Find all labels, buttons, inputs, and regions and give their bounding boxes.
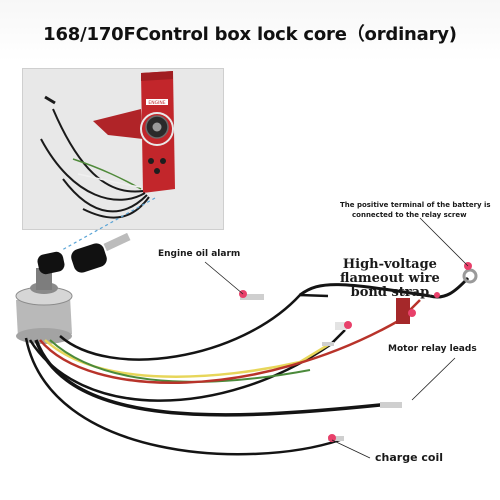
leader-battery (419, 217, 469, 267)
marker-hv-bond (344, 321, 352, 329)
label-hv-line1: High-voltage (342, 257, 437, 272)
relay-boot (396, 298, 410, 324)
panel-mount-bracket (93, 109, 143, 139)
key-slot (152, 122, 162, 132)
leader-charge-coil (331, 439, 371, 459)
label-hv-line2: flameout wire (340, 271, 440, 286)
leader-relay (411, 357, 456, 401)
hv-bond-terminal (335, 322, 347, 330)
label-hv-line3: bond strap (350, 285, 430, 300)
leader-oil-alarm (204, 261, 244, 295)
wire-relay-lead (34, 339, 395, 417)
page-title: 168/170FControl box lock core（ordinary) (43, 24, 457, 45)
label-motor-relay-leads: Motor relay leads (388, 344, 477, 354)
control-box-illustration: ENGINE (40, 71, 175, 219)
panel-badge-text: ENGINE (148, 100, 165, 106)
wire-yellow (44, 339, 329, 378)
panel-badge (146, 99, 168, 105)
control-box-photo: ENGINE (22, 68, 224, 230)
wire-green (49, 339, 311, 383)
ignition-keys (37, 232, 131, 275)
wire-hv (299, 283, 431, 298)
wire-red (39, 299, 421, 384)
relay-terminal (380, 402, 402, 408)
charge-coil-terminal (328, 436, 344, 441)
oil-alarm-terminal (240, 294, 264, 300)
ring-terminal (462, 268, 478, 284)
yellow-terminal (322, 342, 334, 346)
marker-charge-coil (328, 434, 336, 442)
ignition-switch (15, 268, 73, 344)
wire-charge-coil (24, 337, 341, 456)
label-engine-oil-alarm: Engine oil alarm (158, 249, 241, 259)
label-battery-line1: The positive terminal of the battery is (340, 201, 491, 209)
lock-highlight-ring (140, 112, 174, 146)
label-high-voltage-flameout: High-voltage flameout wire bond strap (340, 258, 440, 300)
label-battery-positive: The positive terminal of the battery is … (340, 200, 491, 220)
label-charge-coil: charge coil (375, 451, 443, 464)
label-battery-line2: connected to the relay screw (352, 211, 467, 219)
wire-oil-alarm (59, 293, 329, 361)
marker-hv-wire (434, 292, 440, 298)
header-bar (0, 0, 500, 62)
marker-relay (408, 309, 416, 317)
